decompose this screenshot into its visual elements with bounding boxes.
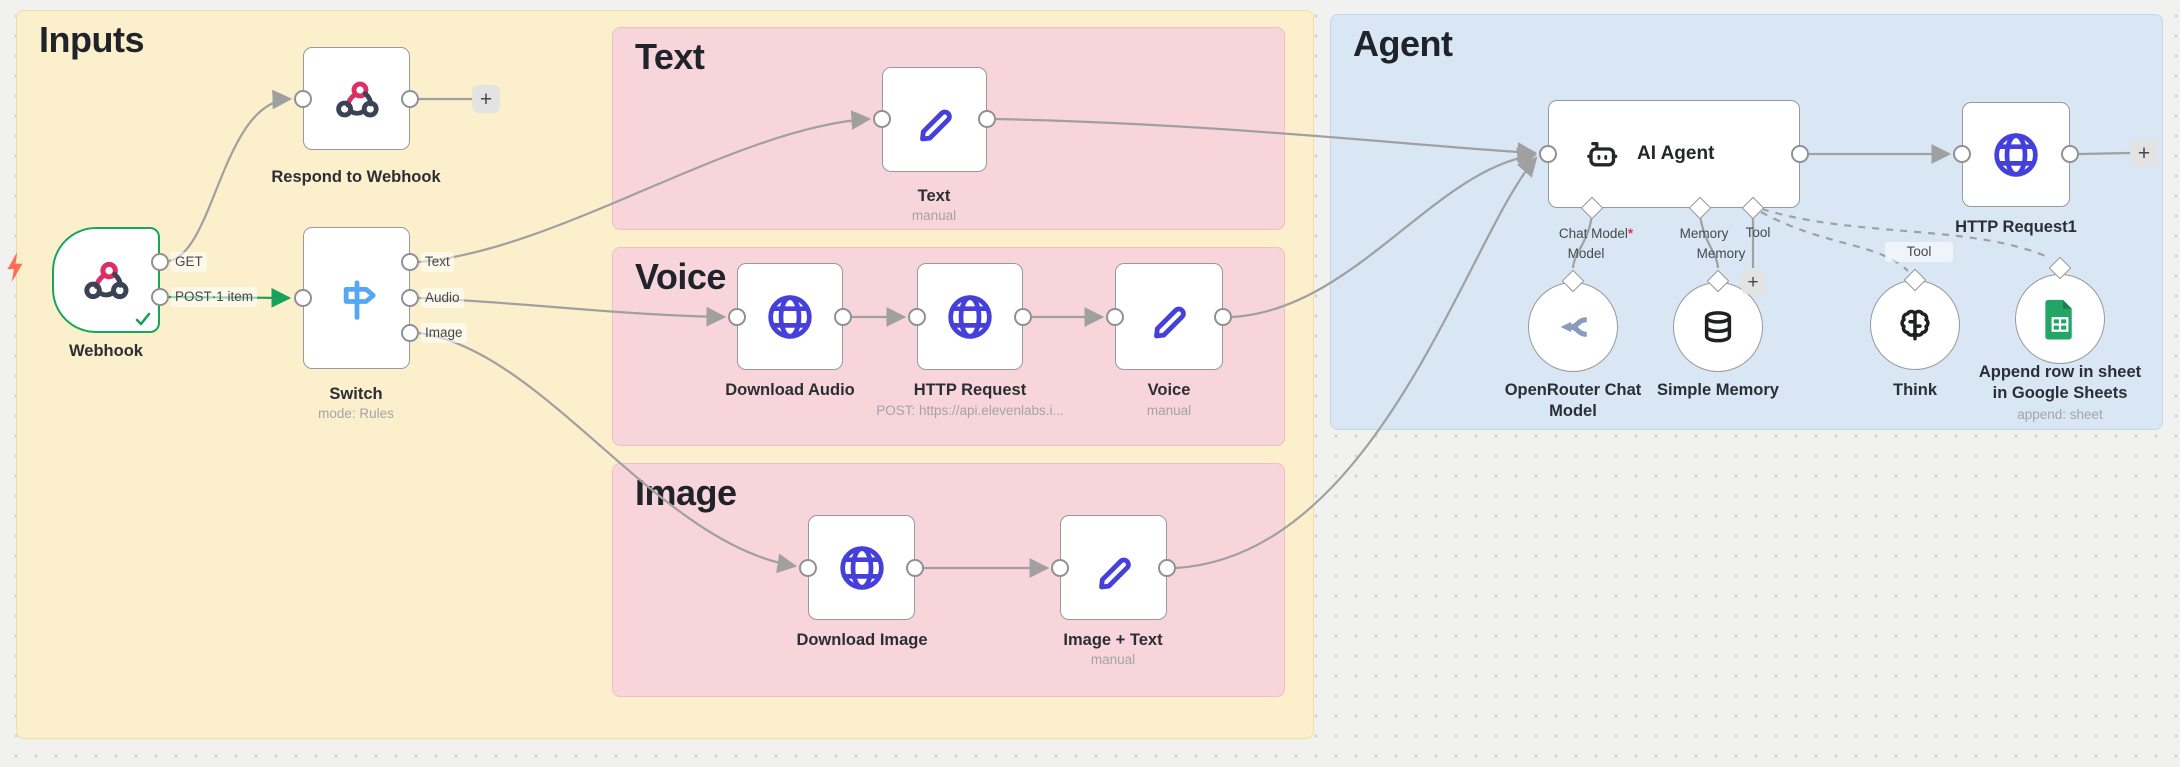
voice-output-port[interactable]: [1214, 308, 1232, 326]
brain-icon: [1900, 309, 1930, 341]
globe-icon: [768, 294, 812, 339]
node-openrouter-label: OpenRouter Chat Model: [1504, 381, 1642, 420]
http-request-input-port[interactable]: [908, 308, 926, 326]
node-think-label: Think: [1893, 381, 1937, 399]
node-http-request1-label: HTTP Request1: [1955, 218, 2077, 236]
ai-agent-input-port[interactable]: [1539, 145, 1557, 163]
node-http-request[interactable]: [917, 263, 1023, 370]
node-image-text-label: Image + Text: [1063, 631, 1163, 649]
node-webhook-label: Webhook: [69, 342, 143, 360]
node-text[interactable]: [882, 67, 987, 172]
group-text-title: Text: [635, 36, 705, 77]
node-voice[interactable]: [1115, 263, 1223, 370]
robot-icon: [1587, 142, 1618, 167]
respond-add-node-button[interactable]: +: [472, 85, 500, 113]
text-output-port[interactable]: [978, 110, 996, 128]
switch-input-port[interactable]: [294, 289, 312, 307]
node-switch-label: Switch: [329, 385, 383, 403]
pencil-icon: [1098, 557, 1131, 589]
pencil-icon: [919, 109, 952, 141]
download-image-input-port[interactable]: [799, 559, 817, 577]
node-ai-agent[interactable]: AI Agent: [1548, 100, 1800, 208]
node-http-request-label: HTTP Request: [913, 381, 1027, 399]
http-request1-add-node-button[interactable]: +: [2130, 139, 2158, 167]
node-download-image[interactable]: [808, 515, 915, 620]
webhook-output-get-port[interactable]: [151, 253, 169, 271]
switch-output-text-port[interactable]: [401, 253, 419, 271]
image-text-input-port[interactable]: [1051, 559, 1069, 577]
ai-agent-output-port[interactable]: [1791, 145, 1809, 163]
node-simple-memory[interactable]: [1673, 282, 1763, 372]
switch-output-image-port[interactable]: [401, 324, 419, 342]
respond-output-port[interactable]: [401, 90, 419, 108]
node-image-text-subtitle: manual: [1090, 652, 1136, 667]
ai-agent-model-conn-label: Model: [1567, 246, 1605, 261]
node-switch[interactable]: [303, 227, 410, 369]
trigger-bolt-icon: [7, 252, 23, 282]
node-download-audio-label: Download Audio: [725, 381, 855, 399]
webhook-icon: [335, 81, 379, 117]
node-google-sheets[interactable]: [2015, 274, 2105, 364]
node-download-audio[interactable]: [737, 263, 843, 370]
globe-icon: [1994, 132, 2038, 177]
node-image-text[interactable]: [1060, 515, 1167, 620]
globe-icon: [948, 294, 992, 339]
http-request-output-port[interactable]: [1014, 308, 1032, 326]
image-text-output-port[interactable]: [1158, 559, 1176, 577]
node-ai-agent-title: AI Agent: [1637, 143, 1715, 164]
webhook-get-label: GET: [171, 252, 207, 272]
node-simple-memory-label: Simple Memory: [1657, 381, 1779, 399]
group-image-title: Image: [635, 472, 737, 513]
switch-output-text-label: Text: [421, 252, 454, 272]
http-request1-output-port[interactable]: [2061, 145, 2079, 163]
node-switch-subtitle: mode: Rules: [318, 406, 394, 421]
group-voice-title: Voice: [635, 256, 726, 297]
node-openrouter-chat-model[interactable]: [1528, 282, 1618, 372]
respond-input-port[interactable]: [294, 90, 312, 108]
node-voice-subtitle: manual: [1146, 403, 1192, 418]
group-inputs-title: Inputs: [39, 19, 144, 60]
text-input-port[interactable]: [873, 110, 891, 128]
switch-output-audio-label: Audio: [421, 288, 464, 308]
node-http-request1[interactable]: [1962, 102, 2070, 207]
download-audio-output-port[interactable]: [834, 308, 852, 326]
ai-agent-add-tool-button[interactable]: +: [1741, 270, 1765, 294]
switch-icon: [343, 280, 376, 320]
node-http-request-subtitle: POST: https://api.elevenlabs.i...: [876, 403, 1064, 418]
node-think[interactable]: [1870, 280, 1960, 370]
download-image-output-port[interactable]: [906, 559, 924, 577]
pencil-icon: [1154, 306, 1186, 338]
node-respond-to-webhook[interactable]: [303, 47, 410, 150]
ai-agent-chat-model-label: Chat Model*: [1558, 226, 1634, 241]
webhook-output-post-port[interactable]: [151, 288, 169, 306]
database-icon: [1704, 311, 1732, 343]
globe-icon: [839, 545, 884, 590]
ai-agent-tool-label: Tool: [1745, 225, 1771, 240]
ai-agent-tool-conn-label: Tool: [1885, 242, 1953, 262]
node-google-sheets-subtitle: append: sheet: [2017, 407, 2103, 422]
node-text-subtitle: manual: [911, 208, 957, 223]
node-webhook[interactable]: [52, 227, 160, 333]
switch-output-audio-port[interactable]: [401, 289, 419, 307]
ai-agent-memory-conn-label: Memory: [1696, 246, 1746, 261]
success-check-icon: [135, 312, 151, 326]
node-respond-label: Respond to Webhook: [271, 168, 441, 186]
node-voice-label: Voice: [1147, 381, 1191, 399]
webhook-post-label: POST·1 item: [171, 287, 258, 307]
group-agent-title: Agent: [1353, 23, 1453, 64]
openrouter-icon: [1560, 317, 1587, 337]
switch-output-image-label: Image: [421, 323, 467, 343]
http-request1-input-port[interactable]: [1953, 145, 1971, 163]
node-google-sheets-label: Append row in sheet in Google Sheets: [1978, 363, 2142, 402]
node-download-image-label: Download Image: [796, 631, 928, 649]
voice-input-port[interactable]: [1106, 308, 1124, 326]
download-audio-input-port[interactable]: [728, 308, 746, 326]
google-sheets-icon: [2045, 299, 2072, 340]
webhook-icon: [84, 261, 129, 300]
node-text-label: Text: [917, 187, 951, 205]
